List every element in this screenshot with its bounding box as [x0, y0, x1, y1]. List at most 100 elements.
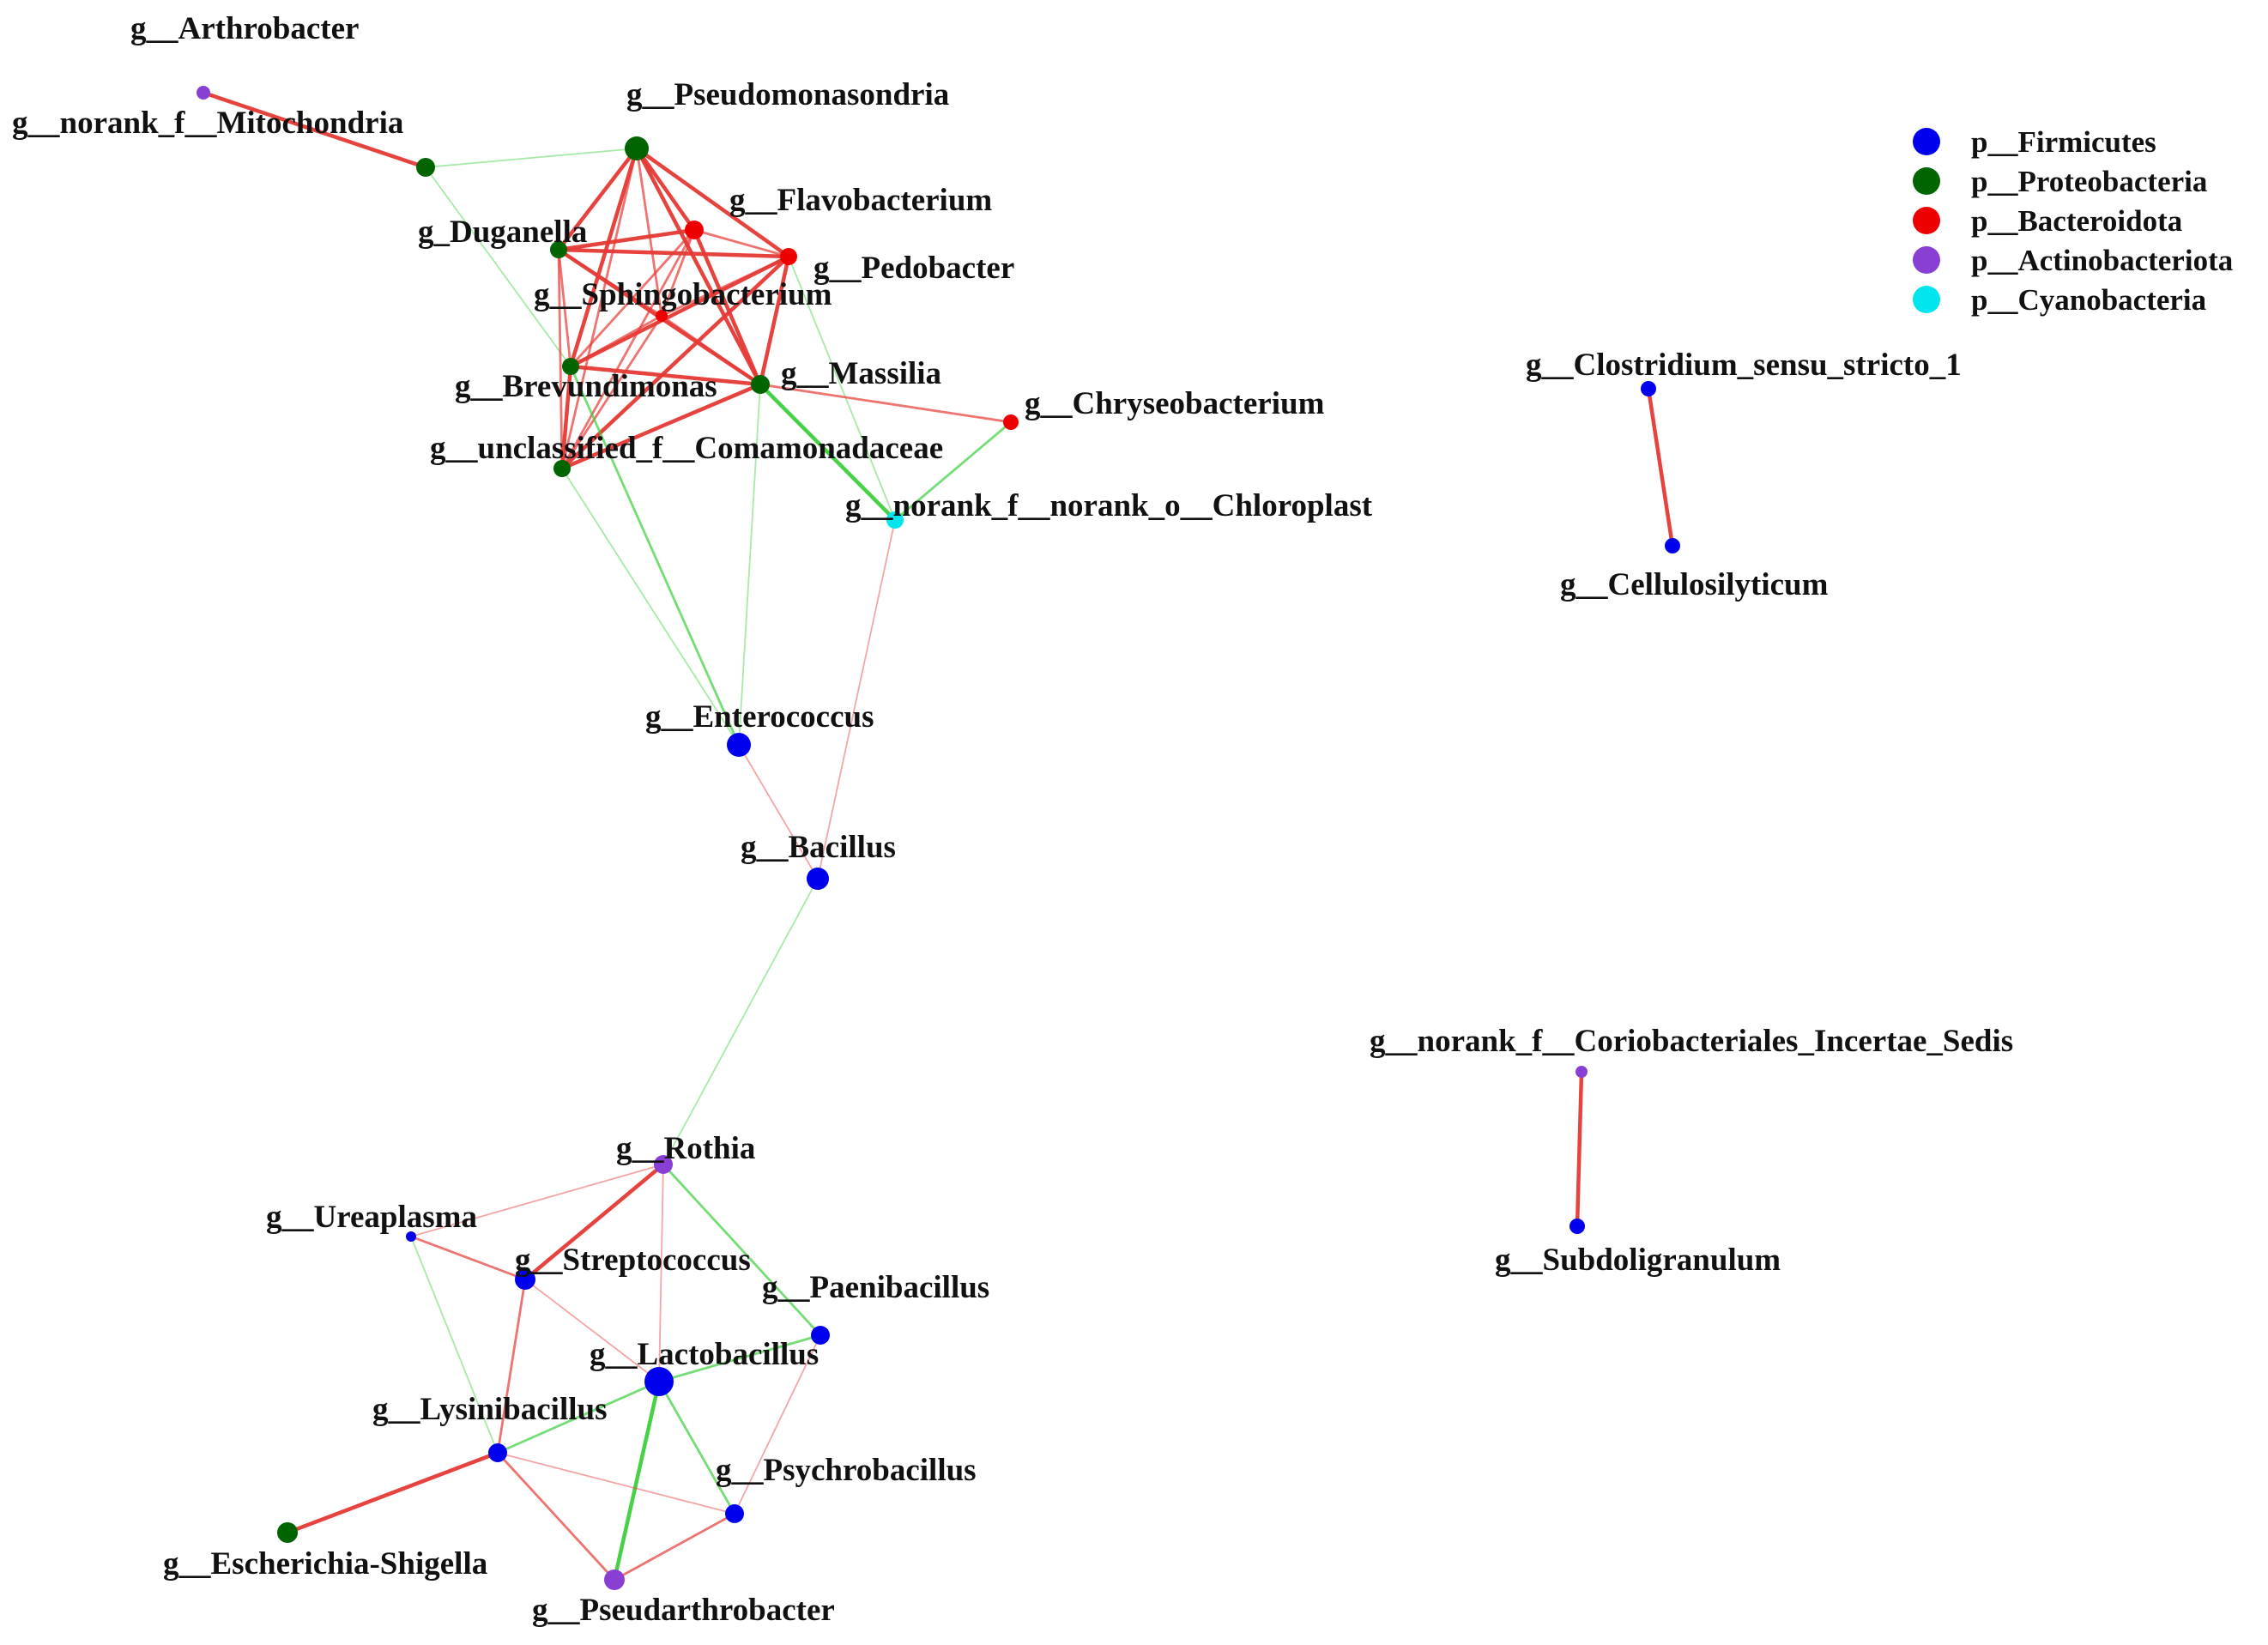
edge-arthro-mito: [201, 90, 428, 170]
node-label-cellu: g__Cellulosilyticum: [1560, 567, 1829, 602]
node-corio[interactable]: [1576, 1066, 1588, 1078]
node-bacil[interactable]: [807, 868, 829, 890]
edge-brevun-entero: [569, 365, 741, 747]
node-label-flavo: g__Flavobacterium: [729, 183, 992, 218]
node-pseudar[interactable]: [604, 1569, 625, 1590]
edge-flavo-sphingo: [660, 228, 696, 318]
node-sphingo[interactable]: [656, 310, 668, 322]
edges-layer: [201, 90, 1675, 1582]
edge-flavo-massil: [692, 227, 763, 387]
edge-massil-chloro: [758, 382, 898, 523]
edge-lysin-escher: [285, 1450, 500, 1535]
edge-pseudo-comam: [560, 147, 638, 470]
node-label-pseudo: g__Pseudomonasondria: [626, 77, 949, 112]
node-chryseo[interactable]: [1003, 414, 1019, 430]
node-label-urea: g__Ureaplasma: [266, 1200, 477, 1235]
edge-paeni-lacto: [657, 1334, 822, 1383]
node-label-psychro: g__Psychrobacillus: [716, 1453, 977, 1488]
edge-brevun-comam: [559, 364, 573, 471]
legend-label-1: p__Proteobacteria: [1971, 165, 2207, 198]
edge-lysin-pseudar: [496, 1451, 616, 1581]
edge-lacto-psychro: [657, 1380, 736, 1515]
node-rothia[interactable]: [654, 1155, 673, 1174]
node-lacto[interactable]: [644, 1367, 674, 1396]
node-label-corio: g__norank_f__Coriobacteriales_Incertae_S…: [1370, 1024, 2013, 1059]
node-comam[interactable]: [553, 460, 571, 477]
node-strep[interactable]: [515, 1269, 535, 1290]
edge-urea-lysin: [410, 1236, 499, 1454]
legend-swatch-2: [1913, 207, 1940, 234]
legend-label-2: p__Bacteroidota: [1971, 204, 2182, 238]
edge-flavo-comam: [560, 228, 696, 470]
edge-pseudar-psychro: [613, 1512, 736, 1581]
edge-lysin-psychro: [497, 1452, 735, 1515]
node-label-bacil: g__Bacillus: [741, 830, 896, 865]
node-mito[interactable]: [416, 158, 435, 177]
legend-label-0: p__Firmicutes: [1971, 125, 2156, 159]
node-label-sphingo: g__Sphingobacterium: [534, 277, 832, 312]
edge-mito-brevun: [425, 166, 572, 367]
node-lysin[interactable]: [488, 1443, 507, 1462]
edge-comam-entero: [561, 468, 740, 746]
node-label-dugan: g_Duganella: [418, 215, 587, 250]
legend-swatch-4: [1913, 286, 1940, 313]
edge-entero-bacil: [738, 744, 819, 880]
node-label-mito: g__norank_f__Mitochondria: [12, 106, 403, 141]
node-chloro[interactable]: [886, 511, 904, 529]
node-escher[interactable]: [277, 1522, 298, 1543]
edge-sphingo-massil: [660, 314, 762, 386]
node-label-lysin: g__Lysinibacillus: [372, 1392, 608, 1427]
node-cellu[interactable]: [1665, 538, 1680, 553]
edge-urea-strep: [409, 1235, 527, 1281]
legend-label-4: p__Cyanobacteria: [1971, 283, 2206, 317]
node-urea[interactable]: [406, 1231, 416, 1242]
node-label-paeni: g__Paenibacillus: [762, 1270, 989, 1305]
edge-dugan-brevun: [557, 248, 572, 368]
edge-strep-lysin: [496, 1278, 527, 1454]
edge-corio-subdo: [1575, 1069, 1584, 1229]
node-label-comam: g__unclassified_f__Comamonadaceae: [430, 431, 943, 466]
labels-layer: g__Arthrobacterg__norank_f__Mitochondria…: [12, 11, 2013, 1628]
edge-massil-chryseo: [759, 383, 1013, 424]
edge-pseudo-dugan: [556, 146, 639, 252]
nodes-layer: [197, 86, 1680, 1590]
node-label-brevun: g__Brevundimonas: [455, 369, 717, 404]
node-arthro[interactable]: [197, 86, 210, 100]
edge-chloro-bacil: [817, 519, 896, 880]
edge-bacil-rothia: [662, 878, 819, 1165]
node-label-strep: g__Streptococcus: [515, 1243, 751, 1278]
node-paeni[interactable]: [811, 1326, 830, 1345]
edge-rothia-lacto: [658, 1164, 664, 1382]
node-flavo[interactable]: [685, 221, 704, 239]
node-label-entero: g__Enterococcus: [645, 699, 874, 735]
edge-massil-entero: [738, 384, 761, 746]
node-brevun[interactable]: [562, 358, 579, 375]
edge-pseudo-brevun: [568, 146, 639, 369]
node-pseudo[interactable]: [625, 136, 649, 160]
node-psychro[interactable]: [725, 1504, 744, 1523]
node-label-chryseo: g__Chryseobacterium: [1025, 386, 1325, 421]
edge-sphingo-comam: [560, 314, 663, 470]
node-label-chloro: g__norank_f__norank_o__Chloroplast: [845, 488, 1373, 523]
edge-dugan-flavo: [556, 227, 697, 252]
edge-massil-comam: [559, 382, 763, 471]
edge-pseudo-flavo: [634, 146, 697, 233]
legend-swatch-1: [1913, 167, 1940, 195]
legend-swatch-3: [1913, 246, 1940, 274]
edge-flavo-brevun: [569, 228, 696, 368]
edge-chryseo-chloro: [893, 420, 1013, 522]
phylum-legend: p__Firmicutes p__Proteobacteria p__Bactero…: [1913, 125, 2233, 317]
node-subdo[interactable]: [1569, 1219, 1585, 1234]
node-clostr[interactable]: [1641, 381, 1656, 396]
node-entero[interactable]: [727, 733, 751, 757]
edge-pseudo-pedo: [634, 146, 791, 259]
node-label-pedo: g__Pedobacter: [813, 251, 1014, 286]
edge-paeni-psychro: [734, 1334, 821, 1515]
node-massil[interactable]: [751, 375, 770, 394]
edge-pedo-chloro: [788, 256, 896, 521]
node-dugan[interactable]: [550, 241, 567, 258]
edge-rothia-paeni: [662, 1163, 822, 1337]
node-pedo[interactable]: [780, 248, 797, 265]
edge-lacto-pseudar: [612, 1379, 662, 1582]
